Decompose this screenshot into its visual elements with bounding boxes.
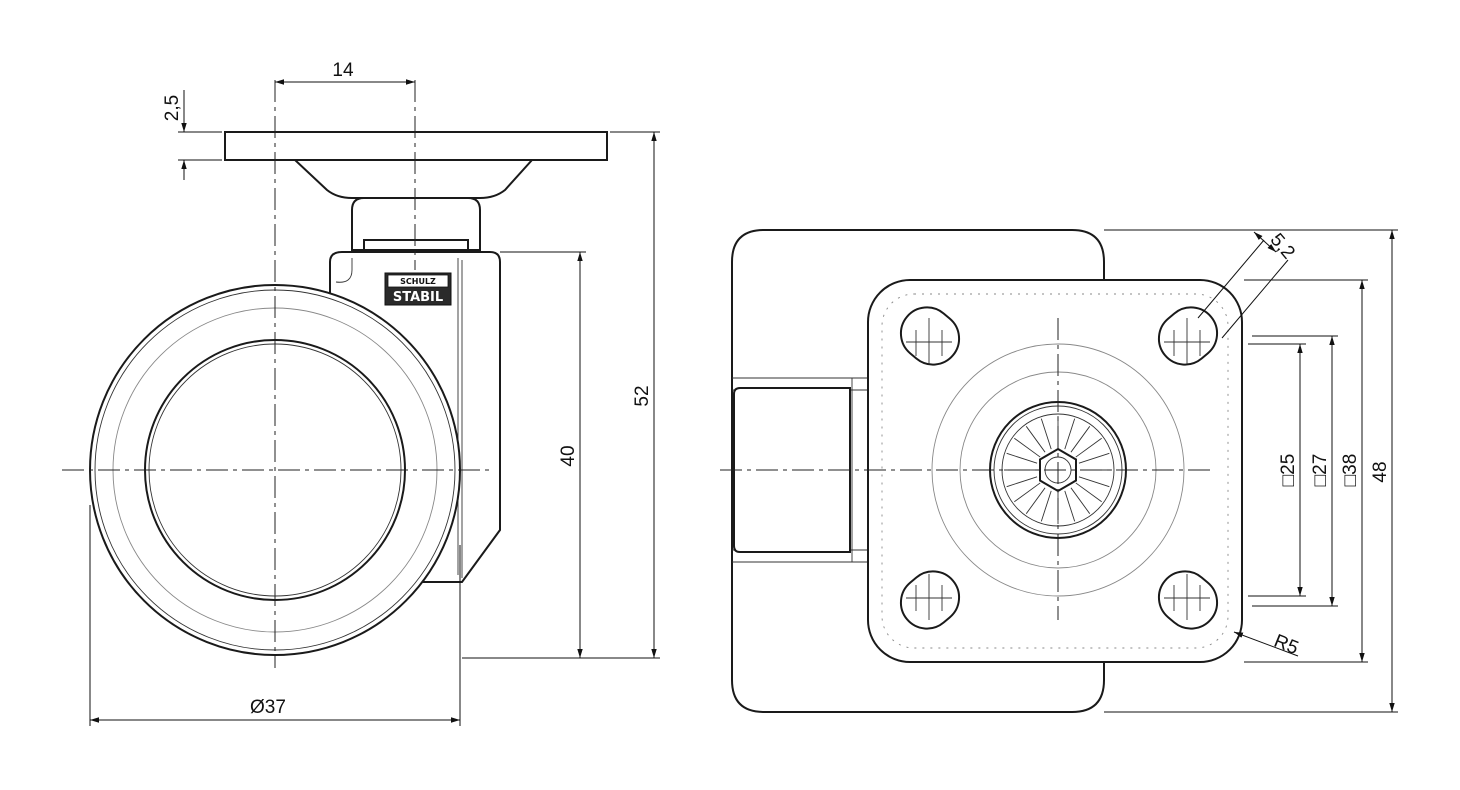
- brand-logo: SCHULZ STABIL: [384, 272, 452, 306]
- hub-spoke: [1006, 476, 1038, 488]
- hub-spoke: [1070, 487, 1091, 514]
- hub-spokes: [1004, 416, 1112, 524]
- dim-wheel-diameter-label: Ø37: [250, 697, 286, 718]
- hub-spoke: [1075, 437, 1102, 458]
- dim-plate-thickness: 2,5: [162, 90, 222, 180]
- dim-corner-radius: R5: [1233, 631, 1301, 660]
- dim-total-height: 52: [462, 131, 660, 659]
- dim-square-25: □25: [1248, 343, 1306, 597]
- dim-corner-radius-label: R5: [1271, 631, 1301, 660]
- dim-wheel-diameter: Ø37: [89, 505, 461, 726]
- mounting-hole-bottom-left: [899, 570, 961, 630]
- dim-square-27: □27: [1252, 335, 1338, 607]
- hub-spoke: [1025, 426, 1046, 453]
- hub-spoke: [1070, 426, 1091, 453]
- logo-bottom-text: STABIL: [393, 290, 443, 305]
- dim-wheel-axis-height-label: 40: [558, 445, 579, 466]
- dim-top-width: 14: [275, 60, 415, 85]
- top-center-lines: [720, 318, 1212, 620]
- dim-hole-size-label: 5,2: [1266, 230, 1299, 264]
- dim-plate-width-label: 48: [1370, 461, 1391, 482]
- hub-spoke: [1025, 487, 1046, 514]
- dim-square-38: □38: [1244, 279, 1368, 663]
- hub-spoke: [1078, 476, 1110, 488]
- hub-spoke: [1040, 418, 1052, 450]
- side-center-lines: [62, 80, 490, 668]
- mounting-hole-bottom-right: [1157, 570, 1219, 630]
- dim-square-38-label: □38: [1340, 454, 1361, 487]
- logo-top-text: SCHULZ: [400, 277, 436, 286]
- dim-total-height-label: 52: [632, 385, 653, 406]
- side-view: SCHULZ STABIL 14 2,5 52: [62, 60, 660, 726]
- dim-top-width-label: 14: [332, 60, 354, 81]
- hub-spoke: [1075, 482, 1102, 503]
- mounting-hole-top-left: [899, 306, 961, 366]
- dim-square-25-label: □25: [1278, 454, 1299, 487]
- hub-spoke: [1006, 452, 1038, 464]
- swivel-neck: [351, 197, 481, 251]
- dim-square-27-label: □27: [1310, 454, 1331, 487]
- hub-spoke: [1040, 490, 1052, 522]
- dim-plate-thickness-label: 2,5: [162, 95, 183, 121]
- mounting-plate-side: [224, 131, 608, 199]
- dim-plate-width: 48: [1104, 229, 1398, 713]
- mounting-hole-top-right: [1157, 306, 1219, 366]
- hub-spoke: [1014, 482, 1041, 503]
- top-view: 5,2 □25 □27 □38 48: [720, 229, 1398, 713]
- hub-spoke: [1078, 452, 1110, 464]
- mounting-holes: [899, 306, 1219, 630]
- hub-spoke: [1014, 437, 1041, 458]
- dim-wheel-axis-height: 40: [500, 251, 586, 658]
- hub-spoke: [1064, 418, 1076, 450]
- hub-spoke: [1064, 490, 1076, 522]
